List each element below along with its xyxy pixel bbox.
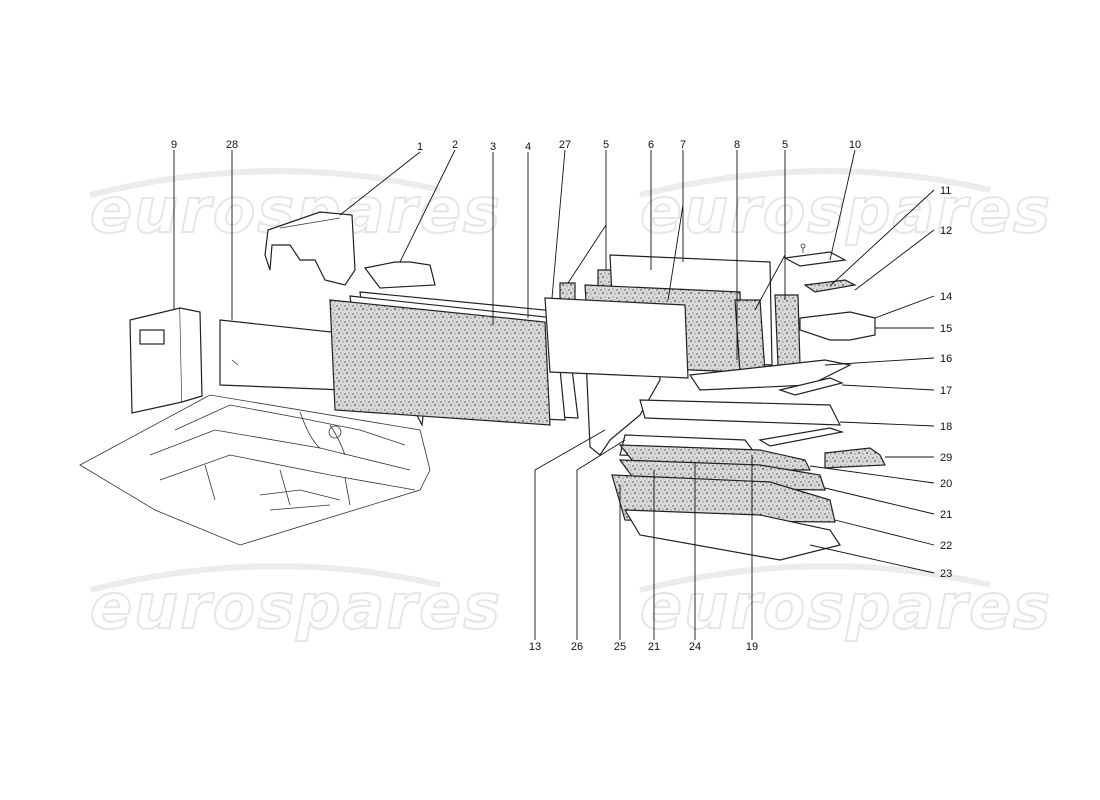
part-27-frame [544, 297, 689, 379]
callout-17: 17 [940, 385, 952, 397]
watermark-group: eurospares eurospares eurospares eurospa… [89, 168, 1052, 644]
callout-8: 8 [734, 139, 740, 151]
callout-27: 27 [559, 139, 571, 151]
callout-7: 7 [680, 139, 686, 151]
watermark-text: eurospares [640, 570, 1052, 643]
part-10-plate [783, 243, 847, 267]
callout-18: 18 [940, 421, 952, 433]
leader-lines [173, 149, 935, 640]
part-8-foam[interactable] [734, 299, 766, 373]
callout-21-bottom: 21 [648, 641, 660, 653]
callout-5-second: 5 [782, 139, 788, 151]
floor-pan [79, 394, 431, 546]
callout-11: 11 [940, 185, 951, 197]
callout-26: 26 [571, 641, 583, 653]
callout-19: 19 [746, 641, 758, 653]
callout-15: 15 [940, 323, 952, 335]
callout-9: 9 [171, 139, 177, 151]
callout-23: 23 [940, 568, 952, 580]
callout-20: 20 [940, 478, 952, 490]
part-3-foam-panel[interactable] [329, 299, 551, 426]
callout-6: 6 [648, 139, 654, 151]
layer-17 [777, 377, 844, 396]
layer-29-foam[interactable] [824, 447, 886, 469]
callout-3: 3 [490, 141, 496, 153]
part-14-15-rail [799, 311, 876, 341]
callout-16: 16 [940, 353, 952, 365]
part-2-bracket [363, 261, 436, 289]
callout-14: 14 [940, 291, 952, 303]
callout-13: 13 [529, 641, 541, 653]
callout-22: 22 [940, 540, 952, 552]
callout-12: 12 [940, 225, 952, 237]
part-1-bracket [264, 211, 356, 286]
callout-29: 29 [940, 452, 952, 464]
callout-4: 4 [525, 141, 531, 153]
part-9-panel [129, 307, 203, 414]
callout-25: 25 [614, 641, 626, 653]
layer-23-tray [623, 509, 841, 561]
callout-28: 28 [226, 139, 238, 151]
part-5-block-a[interactable] [559, 282, 576, 301]
layer-18 [639, 399, 845, 447]
callout-10: 10 [849, 139, 861, 151]
part-5-foam[interactable] [774, 294, 801, 366]
callout-5: 5 [603, 139, 609, 151]
callout-21-right: 21 [940, 509, 952, 521]
callout-24: 24 [689, 641, 701, 653]
callout-2: 2 [452, 139, 458, 151]
watermark-text: eurospares [640, 174, 1052, 247]
layer-22-foam[interactable] [611, 474, 836, 523]
watermark-text: eurospares [90, 570, 502, 643]
callout-1: 1 [417, 141, 423, 153]
callout-labels: 1 2 3 4 27 5 6 7 8 5 10 9 28 11 12 14 15… [171, 139, 952, 653]
